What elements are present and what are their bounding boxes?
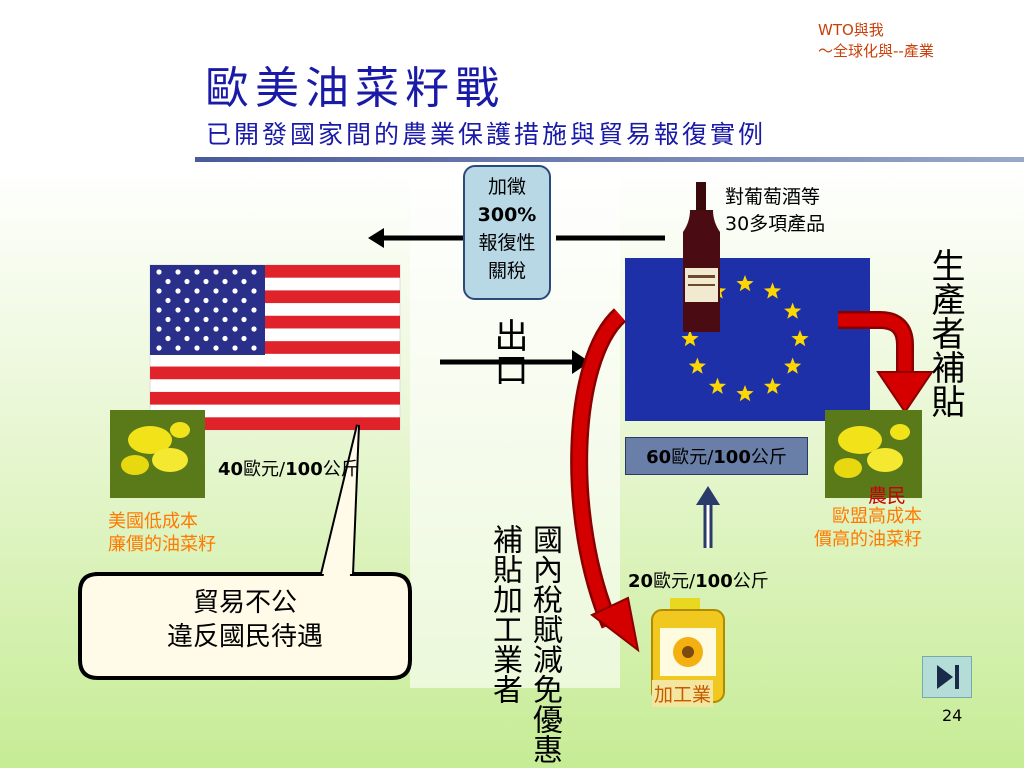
tariff-line2: 300% bbox=[477, 204, 537, 226]
producer-subsidy-label: 生產者補貼 bbox=[925, 248, 965, 418]
course-label-line1: WTO與我 bbox=[818, 21, 884, 39]
domestic-subsidy-label: 國內稅賦減免優惠補貼加工業者 bbox=[487, 524, 562, 764]
rapeseed-flower-eu-icon bbox=[825, 410, 922, 498]
callout-bubble bbox=[78, 424, 412, 680]
eu-label-line2: 價高的油菜籽 bbox=[814, 529, 922, 550]
price-up-arrow bbox=[696, 486, 720, 548]
tariff-line4: 關稅 bbox=[487, 260, 526, 282]
domestic-subsidy-arrow bbox=[570, 308, 640, 653]
processor-label: 加工業 bbox=[652, 680, 714, 707]
retaliation-tariff-box: 加徵 300% 報復性 關稅 bbox=[463, 165, 551, 300]
eu-rapeseed-label: 歐盟高成本 價高的油菜籽 bbox=[760, 505, 922, 551]
tariff-line3: 報復性 bbox=[478, 232, 536, 254]
callout-text: 貿易不公 違反國民待遇 bbox=[80, 586, 410, 654]
eu-label-line1: 歐盟高成本 bbox=[832, 506, 922, 527]
us-label-line1: 美國低成本 bbox=[108, 511, 198, 532]
next-slide-button[interactable] bbox=[922, 656, 972, 698]
page-number: 24 bbox=[942, 706, 963, 725]
rapeseed-flower-icon bbox=[110, 410, 205, 498]
us-flag-icon bbox=[149, 264, 401, 431]
oil-bottle-icon bbox=[651, 598, 725, 703]
page-subtitle: 已開發國家間的農業保護措施與貿易報復實例 bbox=[206, 120, 767, 149]
course-label: WTO與我 ～全球化與--產業 bbox=[818, 20, 934, 62]
tariff-line1: 加徵 bbox=[487, 176, 526, 198]
us-label-line2: 廉價的油菜籽 bbox=[108, 534, 216, 555]
export-label: 出口 bbox=[488, 318, 528, 386]
eu-flag-icon bbox=[625, 258, 870, 421]
wine-line2: 30多項產品 bbox=[725, 213, 826, 235]
callout-line1: 貿易不公 bbox=[192, 588, 297, 618]
us-rapeseed-label: 美國低成本 廉價的油菜籽 bbox=[108, 510, 216, 556]
export-arrow-head bbox=[572, 350, 590, 374]
callout-line2: 違反國民待遇 bbox=[166, 622, 323, 652]
page-title: 歐美油菜籽戰 bbox=[205, 63, 505, 114]
us-price: 40歐元/100公斤 bbox=[218, 459, 359, 480]
wine-line1: 對葡萄酒等 bbox=[725, 186, 821, 208]
eu-price: 60歐元/100公斤 bbox=[625, 437, 808, 475]
next-slide-icon bbox=[937, 665, 959, 689]
processor-price: 20歐元/100公斤 bbox=[628, 571, 769, 592]
course-label-line2: ～全球化與--產業 bbox=[818, 42, 934, 60]
title-divider bbox=[195, 157, 1024, 162]
retaliation-arrow-head bbox=[368, 228, 384, 248]
farmer-label: 農民 bbox=[868, 485, 907, 507]
wine-products-label: 對葡萄酒等 30多項產品 bbox=[725, 184, 825, 238]
wine-bottle-icon bbox=[683, 182, 720, 332]
producer-subsidy-arrow bbox=[838, 311, 934, 414]
